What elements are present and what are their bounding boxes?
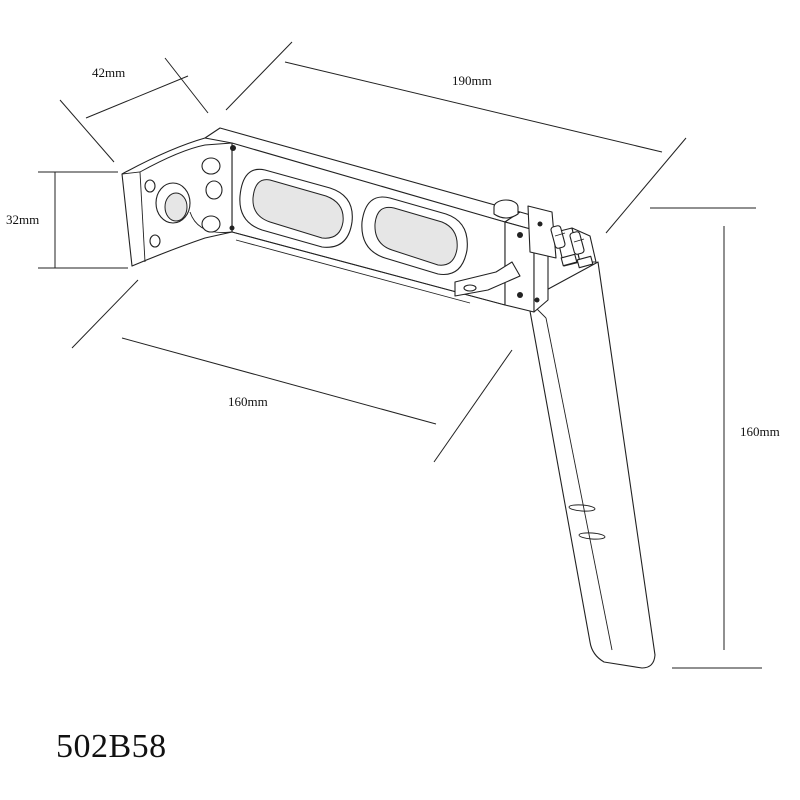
dimension-label-32mm: 32mm [6, 212, 39, 227]
dimension-label-190mm: 190mm [452, 73, 492, 88]
dimension-label-42mm: 42mm [92, 65, 125, 80]
dimension-160mm-base: 160mm [71, 279, 513, 463]
bracket-arm [121, 127, 521, 306]
mount-hole [201, 215, 221, 233]
hinge-block [454, 199, 557, 313]
screw-head [517, 292, 523, 298]
tiller-hole [463, 284, 477, 292]
water-nipple [569, 231, 585, 255]
mount-hole [205, 180, 223, 200]
screw-head [230, 145, 236, 151]
rudder-blade [527, 261, 656, 669]
screw-head [517, 232, 523, 238]
screw-head [534, 297, 540, 303]
model-code: 502B58 [56, 728, 167, 765]
dimension-160mm-rudder: 160mm [650, 207, 780, 669]
dimension-42mm: 42mm [59, 57, 209, 163]
screw-head [229, 225, 235, 231]
screw-head [537, 221, 543, 227]
mount-hole [144, 179, 156, 193]
water-nipple [550, 225, 566, 249]
mount-hole [149, 234, 161, 248]
mount-hole [201, 157, 221, 175]
dimension-190mm: 190mm [225, 41, 687, 234]
dimension-label-160mm-rudder: 160mm [740, 424, 780, 439]
dimension-label-160mm-base: 160mm [228, 394, 268, 409]
rudder-slot [578, 532, 606, 540]
water-pickup-fittings [550, 225, 597, 269]
dimension-32mm: 32mm [6, 171, 128, 269]
rudder-slot [568, 504, 596, 512]
